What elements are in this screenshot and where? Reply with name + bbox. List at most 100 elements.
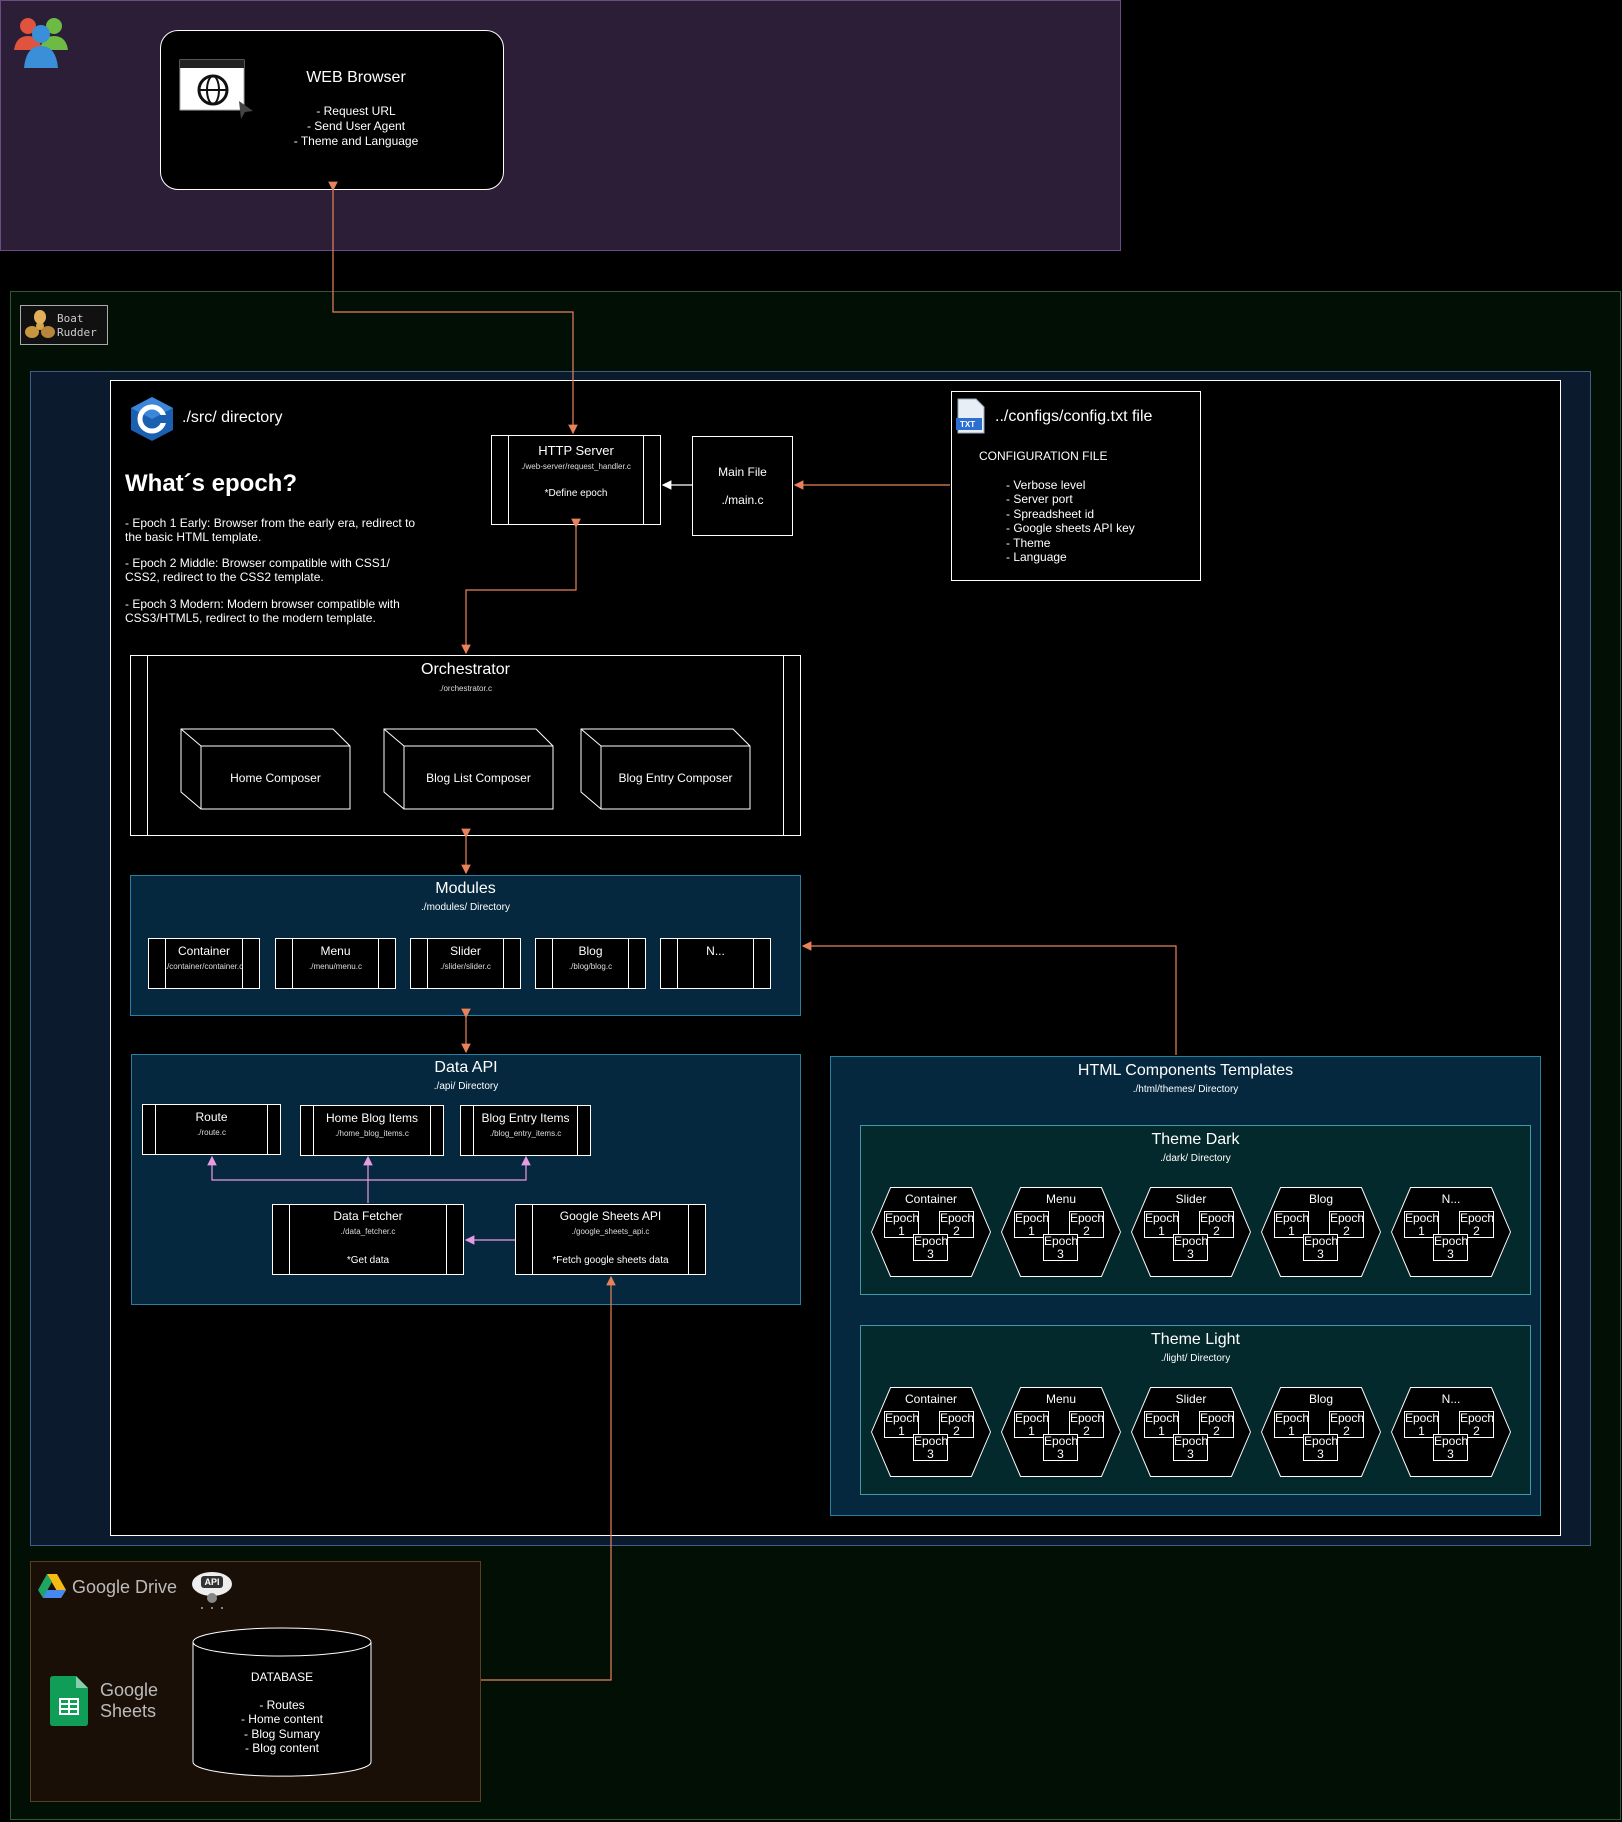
config-item-6: - Language	[1006, 550, 1067, 564]
google-sheets-api-box: Google Sheets API ./google_sheets_api.c …	[515, 1204, 706, 1275]
epoch-badge: Epoch 1	[1144, 1411, 1180, 1438]
database-item-1: - Routes	[259, 1698, 305, 1712]
module-menu-name: Menu	[320, 944, 351, 958]
epoch-badge: Epoch 3	[1173, 1434, 1209, 1461]
epoch-item-2: - Epoch 2 Middle: Browser compatible wit…	[125, 556, 390, 584]
api-route-file: ./route.c	[197, 1128, 226, 1137]
http-server-box: HTTP Server ./web-server/request_handler…	[491, 435, 661, 525]
epoch-badge: Epoch 2	[1199, 1211, 1235, 1238]
module-container-file: ./container/container.c	[164, 962, 244, 971]
c-language-icon	[130, 396, 174, 442]
template-component-label: Container	[904, 1392, 958, 1406]
modules-dir: ./modules/ Directory	[421, 902, 510, 913]
main-file-title: Main File	[718, 465, 767, 479]
theme-light-dir: ./light/ Directory	[1160, 1353, 1231, 1364]
database-cylinder	[192, 1627, 372, 1777]
modules-title: Modules	[435, 880, 496, 897]
api-route: Route ./route.c	[142, 1104, 281, 1155]
database-title: DATABASE	[250, 1670, 314, 1684]
http-server-title: HTTP Server	[538, 443, 614, 458]
epoch-badge: Epoch 1	[884, 1211, 920, 1238]
epoch-badge: Epoch 1	[1404, 1211, 1440, 1238]
template-component-label: N...	[1441, 1192, 1461, 1206]
template-component-label: Menu	[1045, 1392, 1077, 1406]
template-component-label: Menu	[1045, 1192, 1077, 1206]
api-home-blog-file: ./home_blog_items.c	[335, 1129, 409, 1138]
google-sheets-label-2: Sheets	[100, 1701, 157, 1721]
epoch-badge: Epoch 1	[1144, 1211, 1180, 1238]
theme-dark-dir: ./dark/ Directory	[1160, 1153, 1231, 1164]
orchestrator-file: ./orchestrator.c	[439, 684, 492, 693]
sheets-api-file: ./google_sheets_api.c	[571, 1227, 650, 1236]
browser-line-2: - Send User Agent	[306, 119, 406, 133]
main-file-path: ./main.c	[721, 493, 764, 507]
txt-file-icon: TXT	[956, 398, 986, 434]
epoch-badge: Epoch 2	[1199, 1411, 1235, 1438]
browser-title: WEB Browser	[306, 69, 406, 86]
api-home-bar-left	[313, 1106, 314, 1155]
google-drive-label: Google Drive	[72, 1577, 178, 1597]
main-file-box: Main File ./main.c	[692, 436, 793, 536]
api-entry-bar-left	[473, 1106, 474, 1155]
api-blog-entry-name: Blog Entry Items	[481, 1111, 570, 1125]
home-composer-label: Home Composer	[230, 771, 321, 785]
src-title: ./src/ directory	[182, 409, 283, 426]
google-sheets-label-1: Google	[100, 1680, 159, 1700]
database-item-2: - Home content	[240, 1712, 324, 1726]
api-home-blog-items: Home Blog Items ./home_blog_items.c	[300, 1105, 444, 1156]
module-menu: Menu ./menu/menu.c	[275, 938, 396, 989]
data-fetcher-note: *Get data	[346, 1255, 390, 1266]
data-api-dir: ./api/ Directory	[433, 1081, 499, 1092]
http-server-file: ./web-server/request_handler.c	[521, 462, 631, 471]
template-component-label: Container	[904, 1192, 958, 1206]
config-item-2: - Server port	[1006, 492, 1073, 506]
database-item-3: - Blog Sumary	[243, 1727, 321, 1741]
browser-line-1: - Request URL	[316, 104, 396, 118]
epoch-badge: Epoch 3	[1173, 1234, 1209, 1261]
globe-browser-icon	[179, 59, 253, 119]
template-component-label: Slider	[1175, 1392, 1207, 1406]
api-route-bar-right	[267, 1105, 268, 1154]
epoch-badge: Epoch 1	[884, 1411, 920, 1438]
epoch-badge: Epoch 1	[1404, 1411, 1440, 1438]
epoch-badge: Epoch 2	[939, 1211, 975, 1238]
epoch-item-1: - Epoch 1 Early: Browser from the early …	[125, 516, 416, 544]
epoch-badge: Epoch 3	[1303, 1234, 1339, 1261]
api-blog-entry-items: Blog Entry Items ./blog_entry_items.c	[460, 1105, 591, 1156]
api-cloud-icon: API	[190, 1566, 234, 1610]
epoch-badge: Epoch 3	[913, 1434, 949, 1461]
orchestrator-title: Orchestrator	[421, 661, 510, 678]
users-icon	[12, 12, 68, 68]
config-item-1: - Verbose level	[1006, 478, 1086, 492]
data-fetcher-file: ./data_fetcher.c	[340, 1227, 396, 1236]
sheets-api-name: Google Sheets API	[559, 1209, 662, 1223]
api-route-name: Route	[195, 1110, 228, 1124]
epoch-badge: Epoch 3	[1043, 1234, 1079, 1261]
config-item-4: - Google sheets API key	[1006, 521, 1135, 535]
module-blog-name: Blog	[578, 944, 603, 958]
epoch-badge: Epoch 1	[1274, 1411, 1310, 1438]
google-drive-icon	[38, 1574, 66, 1598]
templates-dir: ./html/themes/ Directory	[1132, 1084, 1239, 1095]
theme-light-title: Theme Light	[1151, 1331, 1240, 1348]
epoch-badge: Epoch 3	[1043, 1434, 1079, 1461]
epoch-badge: Epoch 2	[1069, 1411, 1105, 1438]
template-component	[1131, 1387, 1251, 1477]
epoch-badge: Epoch 2	[1459, 1411, 1495, 1438]
epoch-badge: Epoch 2	[1069, 1211, 1105, 1238]
epoch-badge: Epoch 3	[1303, 1434, 1339, 1461]
data-fetcher-box: Data Fetcher ./data_fetcher.c *Get data	[272, 1204, 464, 1275]
api-entry-bar-right	[577, 1106, 578, 1155]
browser-line-3: - Theme and Language	[293, 134, 419, 148]
module-n: N...	[660, 938, 771, 989]
templates-title: HTML Components Templates	[1077, 1062, 1294, 1079]
template-component-label: Blog	[1308, 1192, 1334, 1206]
epoch-item-3: - Epoch 3 Modern: Modern browser compati…	[125, 597, 400, 625]
epoch-badge: Epoch 2	[1329, 1211, 1365, 1238]
propeller-icon	[25, 310, 55, 338]
api-route-bar-left	[155, 1105, 156, 1154]
boat-rudder-text: Boat Rudder	[57, 312, 97, 339]
web-browser-box: WEB Browser - Request URL - Send User Ag…	[160, 30, 504, 190]
module-n-name: N...	[706, 944, 725, 958]
